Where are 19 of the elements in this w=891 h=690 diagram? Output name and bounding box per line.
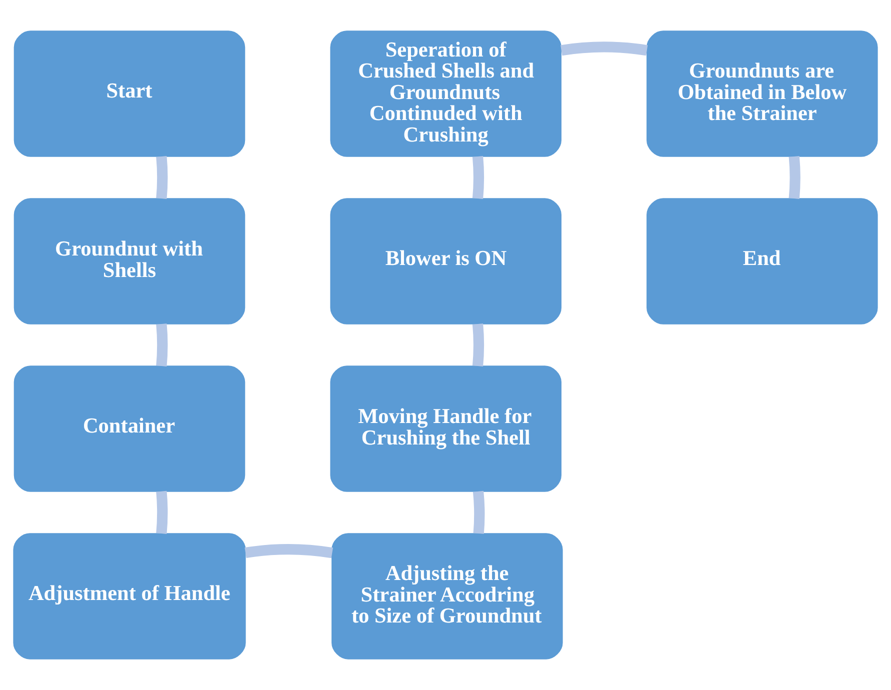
node-box: Seperation of Crushed Shells and Groundnuts Continuded with Crushing xyxy=(330,30,562,157)
node-box: Moving Handle for Crushing the Shell xyxy=(330,366,562,492)
connector xyxy=(788,156,800,199)
connector xyxy=(156,156,168,199)
node-box: Start xyxy=(14,30,246,157)
connector xyxy=(472,324,484,366)
node-box: Blower is ON xyxy=(330,198,562,324)
node-box: Groundnuts are Obtained in Below the Strainer xyxy=(646,30,878,157)
connector xyxy=(472,490,485,534)
node-box: Groundnut with Shells xyxy=(14,198,246,324)
node-box: Adjustment of Handle xyxy=(13,533,246,660)
node-box: End xyxy=(646,198,878,324)
connector xyxy=(156,490,168,534)
connector xyxy=(244,544,333,558)
connector xyxy=(560,42,648,56)
connector xyxy=(156,324,168,366)
node-box: Container xyxy=(14,366,246,492)
connector xyxy=(472,156,484,199)
node-box: Adjusting the Strainer Accodring to Size of Groundnut xyxy=(332,533,563,660)
